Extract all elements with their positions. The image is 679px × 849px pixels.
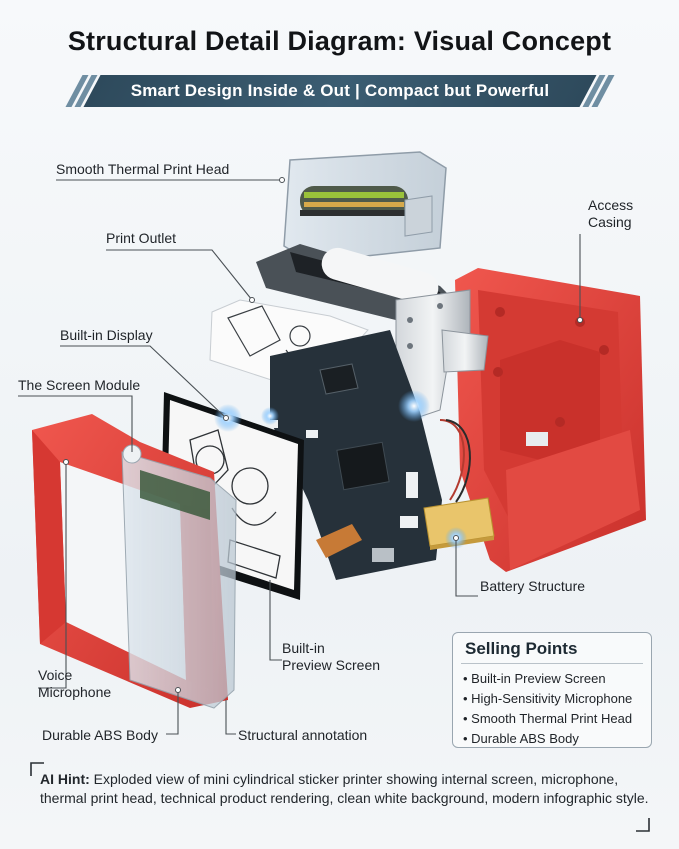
callout-preview-screen: Built-in Preview Screen xyxy=(282,640,380,674)
callout-structural-annotation: Structural annotation xyxy=(238,727,368,743)
page-title: Structural Detail Diagram: Visual Concep… xyxy=(67,26,612,56)
callout-abs-body: Durable ABS Body xyxy=(42,727,158,743)
selling-points-panel: Selling Points • Built-in Preview Screen… xyxy=(452,632,652,748)
selling-points-title: Selling Points xyxy=(465,639,578,658)
selling-point-item: • High-Sensitivity Microphone xyxy=(463,691,633,706)
callout-access-casing-line1: Access xyxy=(588,197,634,213)
subtitle-banner: Smart Design Inside & Out | Compact but … xyxy=(65,75,615,107)
callout-preview-screen-line1: Built-in xyxy=(282,640,325,656)
callout-voice-microphone-line1: Voice xyxy=(38,667,73,683)
selling-points-list: • Built-in Preview Screen • High-Sensiti… xyxy=(463,669,632,749)
hint-corner-brackets xyxy=(30,762,650,832)
banner-text: Smart Design Inside & Out | Compact but … xyxy=(130,81,550,100)
callout-leaders xyxy=(18,179,581,735)
callout-voice-microphone: Voice Microphone xyxy=(38,667,111,701)
ai-hint-text: AI Hint: Exploded view of mini cylindric… xyxy=(40,770,650,808)
callout-voice-microphone-line2: Microphone xyxy=(38,684,112,700)
callout-screen-module: The Screen Module xyxy=(18,377,141,393)
selling-point-item: • Smooth Thermal Print Head xyxy=(463,711,633,726)
callout-builtin-display: Built-in Display xyxy=(60,327,153,343)
thermal-print-head-module xyxy=(283,151,447,263)
selling-points-divider xyxy=(461,663,643,664)
selling-point-item: • Durable ABS Body xyxy=(463,731,579,746)
printer-mechanism xyxy=(256,244,489,421)
callout-preview-screen-line2: Preview Screen xyxy=(282,657,381,673)
callout-access-casing-line2: Casing xyxy=(588,214,632,230)
callout-battery: Battery Structure xyxy=(480,578,586,594)
callout-dots xyxy=(63,177,583,693)
access-casing xyxy=(455,268,646,572)
screen-module-housing xyxy=(121,444,237,709)
ai-hint-box: AI Hint: Exploded view of mini cylindric… xyxy=(30,762,650,832)
callout-print-head: Smooth Thermal Print Head xyxy=(56,161,230,177)
ai-hint-body: Exploded view of mini cylindrical sticke… xyxy=(40,771,649,806)
callout-access-casing: Access Casing xyxy=(588,197,633,231)
ai-hint-label: AI Hint: xyxy=(40,771,90,787)
selling-point-item: • Built-in Preview Screen xyxy=(463,671,606,686)
callout-print-outlet: Print Outlet xyxy=(106,230,177,246)
